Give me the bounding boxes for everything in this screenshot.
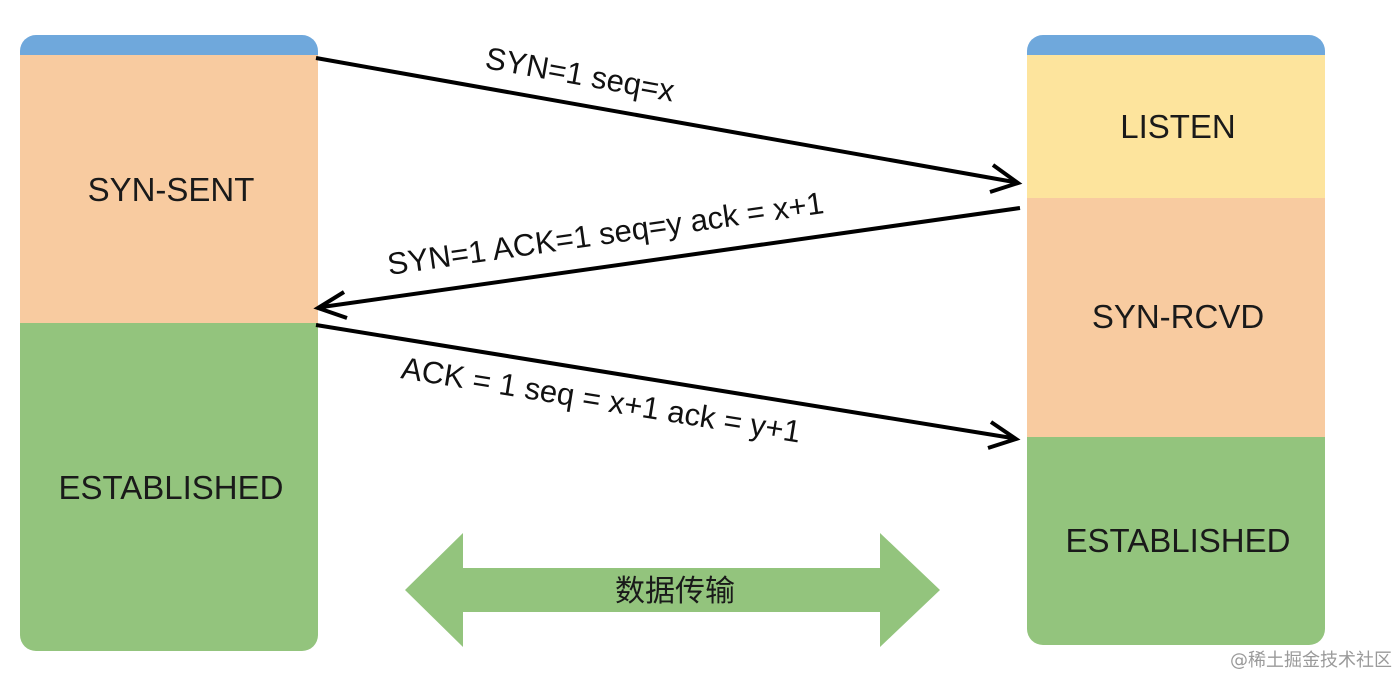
data-transfer-label: 数据传输 (615, 574, 735, 609)
watermark: @稀土掘金技术社区 (1230, 650, 1392, 671)
server-column (1027, 35, 1325, 645)
message-ack-label: ACK = 1 seq = x+1 ack = y+1 (399, 350, 804, 449)
message-syn-arrow (315, 56, 1023, 194)
client-state-syn-sent (20, 55, 318, 323)
client-syn-sent-label: SYN-SENT (88, 171, 255, 208)
server-state-syn-rcvd (1027, 198, 1325, 437)
client-column (20, 35, 318, 651)
client-established-label: ESTABLISHED (59, 469, 284, 506)
server-syn-rcvd-label: SYN-RCVD (1092, 298, 1264, 335)
client-state-established (20, 323, 318, 651)
server-header-bar (1027, 35, 1325, 55)
client-header-bar (20, 35, 318, 55)
server-established-label: ESTABLISHED (1066, 522, 1291, 559)
server-listen-label: LISTEN (1120, 108, 1236, 145)
server-state-established (1027, 437, 1325, 645)
message-syn-label: SYN=1 seq=x (483, 40, 678, 108)
server-state-listen (1027, 55, 1325, 198)
data-transfer-double-arrow (405, 533, 940, 647)
message-ack-arrow (315, 323, 1021, 450)
message-syn-ack-arrow (313, 206, 1021, 320)
